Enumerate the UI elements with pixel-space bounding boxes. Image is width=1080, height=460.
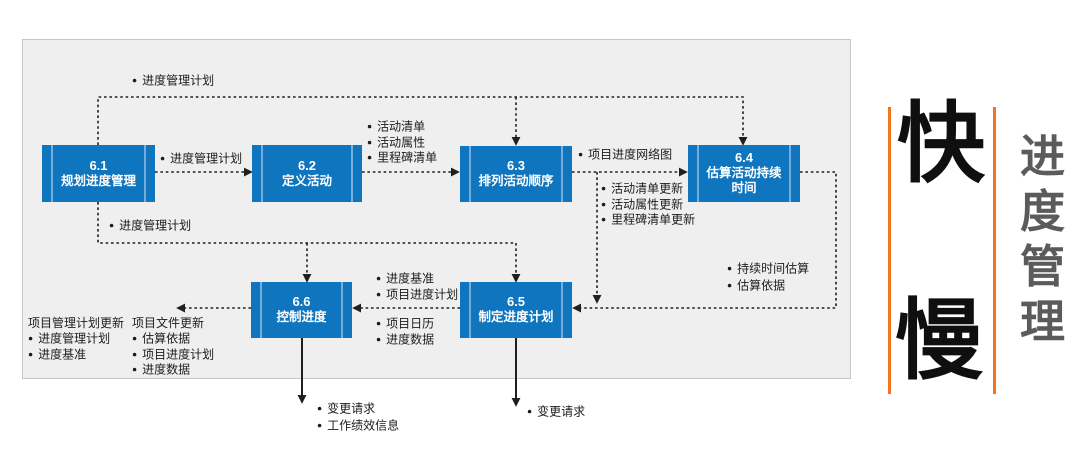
label-item: 进度数据 [376,332,434,348]
label-item: 项目进度网络图 [578,147,672,163]
label-item: 进度管理计划 [109,218,191,234]
label-item: 估算依据 [727,277,809,294]
process-box-sequence-activities: 6.3 排列活动顺序 [460,146,572,202]
accent-line-left [888,107,891,394]
vertical-title-char: 度 [1020,186,1066,237]
process-name: 定义活动 [281,173,332,188]
process-name: 规划进度管理 [60,173,136,188]
process-name: 制定进度计划 [478,310,554,325]
label-item: 活动清单更新 [601,181,695,197]
label-65-to-66-lower: 项目日历 进度数据 [376,316,434,347]
label-item: 里程碑清单 [367,150,437,166]
label-outputs-6-4: 持续时间估算 估算依据 [727,260,809,293]
label-item: 活动属性 [367,135,437,151]
label-bottom-schedule-plan: 进度管理计划 [109,218,191,234]
process-box-plan-schedule-management: 6.1 规划进度管理 [42,145,155,202]
label-item: 估算依据 [132,331,214,347]
process-number: 6.5 [506,294,526,310]
label-item: 项目进度计划 [376,287,458,303]
vertical-title-char: 管 [1020,241,1066,292]
label-item: 变更请求 [317,400,399,417]
label-outputs-6-6: 变更请求 工作绩效信息 [317,400,399,433]
process-name: 估算活动持续时间 [706,166,782,196]
process-number: 6.6 [292,294,311,310]
label-top-schedule-plan: 进度管理计划 [132,73,214,89]
process-name: 控制进度 [276,310,327,325]
slow-character: 慢 [895,289,984,392]
label-heading: 项目文件更新 [132,316,205,330]
label-item: 工作绩效信息 [317,417,399,434]
label-item: 里程碑清单更新 [601,212,695,228]
label-65-to-66-upper: 进度基准 项目进度计划 [376,271,458,302]
label-item: 活动清单 [367,119,437,135]
vertical-title-char: 进 [1020,131,1066,182]
label-item: 持续时间估算 [727,260,809,277]
accent-line-right [993,107,996,394]
label-item: 项目日历 [376,316,434,332]
label-item: 进度管理计划 [160,151,242,167]
label-mid-schedule-plan: 进度管理计划 [160,151,242,167]
process-box-control-schedule: 6.6 控制进度 [251,282,352,338]
label-item: 活动属性更新 [601,197,695,213]
label-document-updates: 项目文件更新 估算依据 项目进度计划 进度数据 [132,316,214,378]
vertical-title-char: 理 [1020,296,1066,347]
label-item: 进度基准 [376,271,458,287]
process-number: 6.1 [89,157,108,173]
label-outputs-6-5: 变更请求 [527,404,585,420]
process-name: 排列活动顺序 [478,174,554,189]
label-item: 进度数据 [132,362,214,378]
label-item: 项目进度计划 [132,347,214,363]
process-number: 6.2 [297,157,317,173]
process-number: 6.4 [734,150,754,166]
label-network-diagram: 项目进度网络图 [578,147,672,163]
process-box-define-activities: 6.2 定义活动 [252,145,362,202]
label-item: 进度管理计划 [132,73,214,89]
process-box-estimate-durations: 6.4 估算活动持续时间 [688,145,800,202]
label-pm-plan-updates: 项目管理计划更新 进度管理计划 进度基准 [28,316,124,362]
label-item: 进度基准 [28,347,124,363]
process-number: 6.3 [506,158,526,174]
process-box-develop-schedule: 6.5 制定进度计划 [460,282,572,338]
label-outputs-6-2: 活动清单 活动属性 里程碑清单 [367,119,437,166]
label-updates-6-3: 活动清单更新 活动属性更新 里程碑清单更新 [601,181,695,228]
label-item: 变更请求 [527,404,585,420]
fast-character: 快 [897,92,986,195]
vertical-title-schedule-management: 进 度 管 理 [1020,134,1065,344]
label-item: 进度管理计划 [28,331,124,347]
label-heading: 项目管理计划更新 [28,316,125,330]
